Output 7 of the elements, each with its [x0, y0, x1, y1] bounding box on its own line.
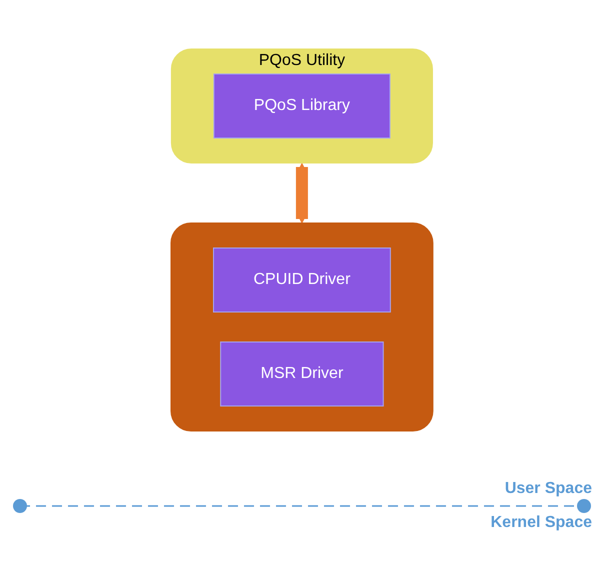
- node-box: MSR Driver: [220, 342, 384, 406]
- arrow: [296, 163, 308, 224]
- node-box: CPUID Driver: [213, 248, 391, 312]
- cluster: [170, 222, 434, 432]
- node-box: PQoS Library: [213, 74, 391, 138]
- space-label: Kernel Space: [490, 514, 592, 532]
- space-label: User Space: [504, 480, 592, 498]
